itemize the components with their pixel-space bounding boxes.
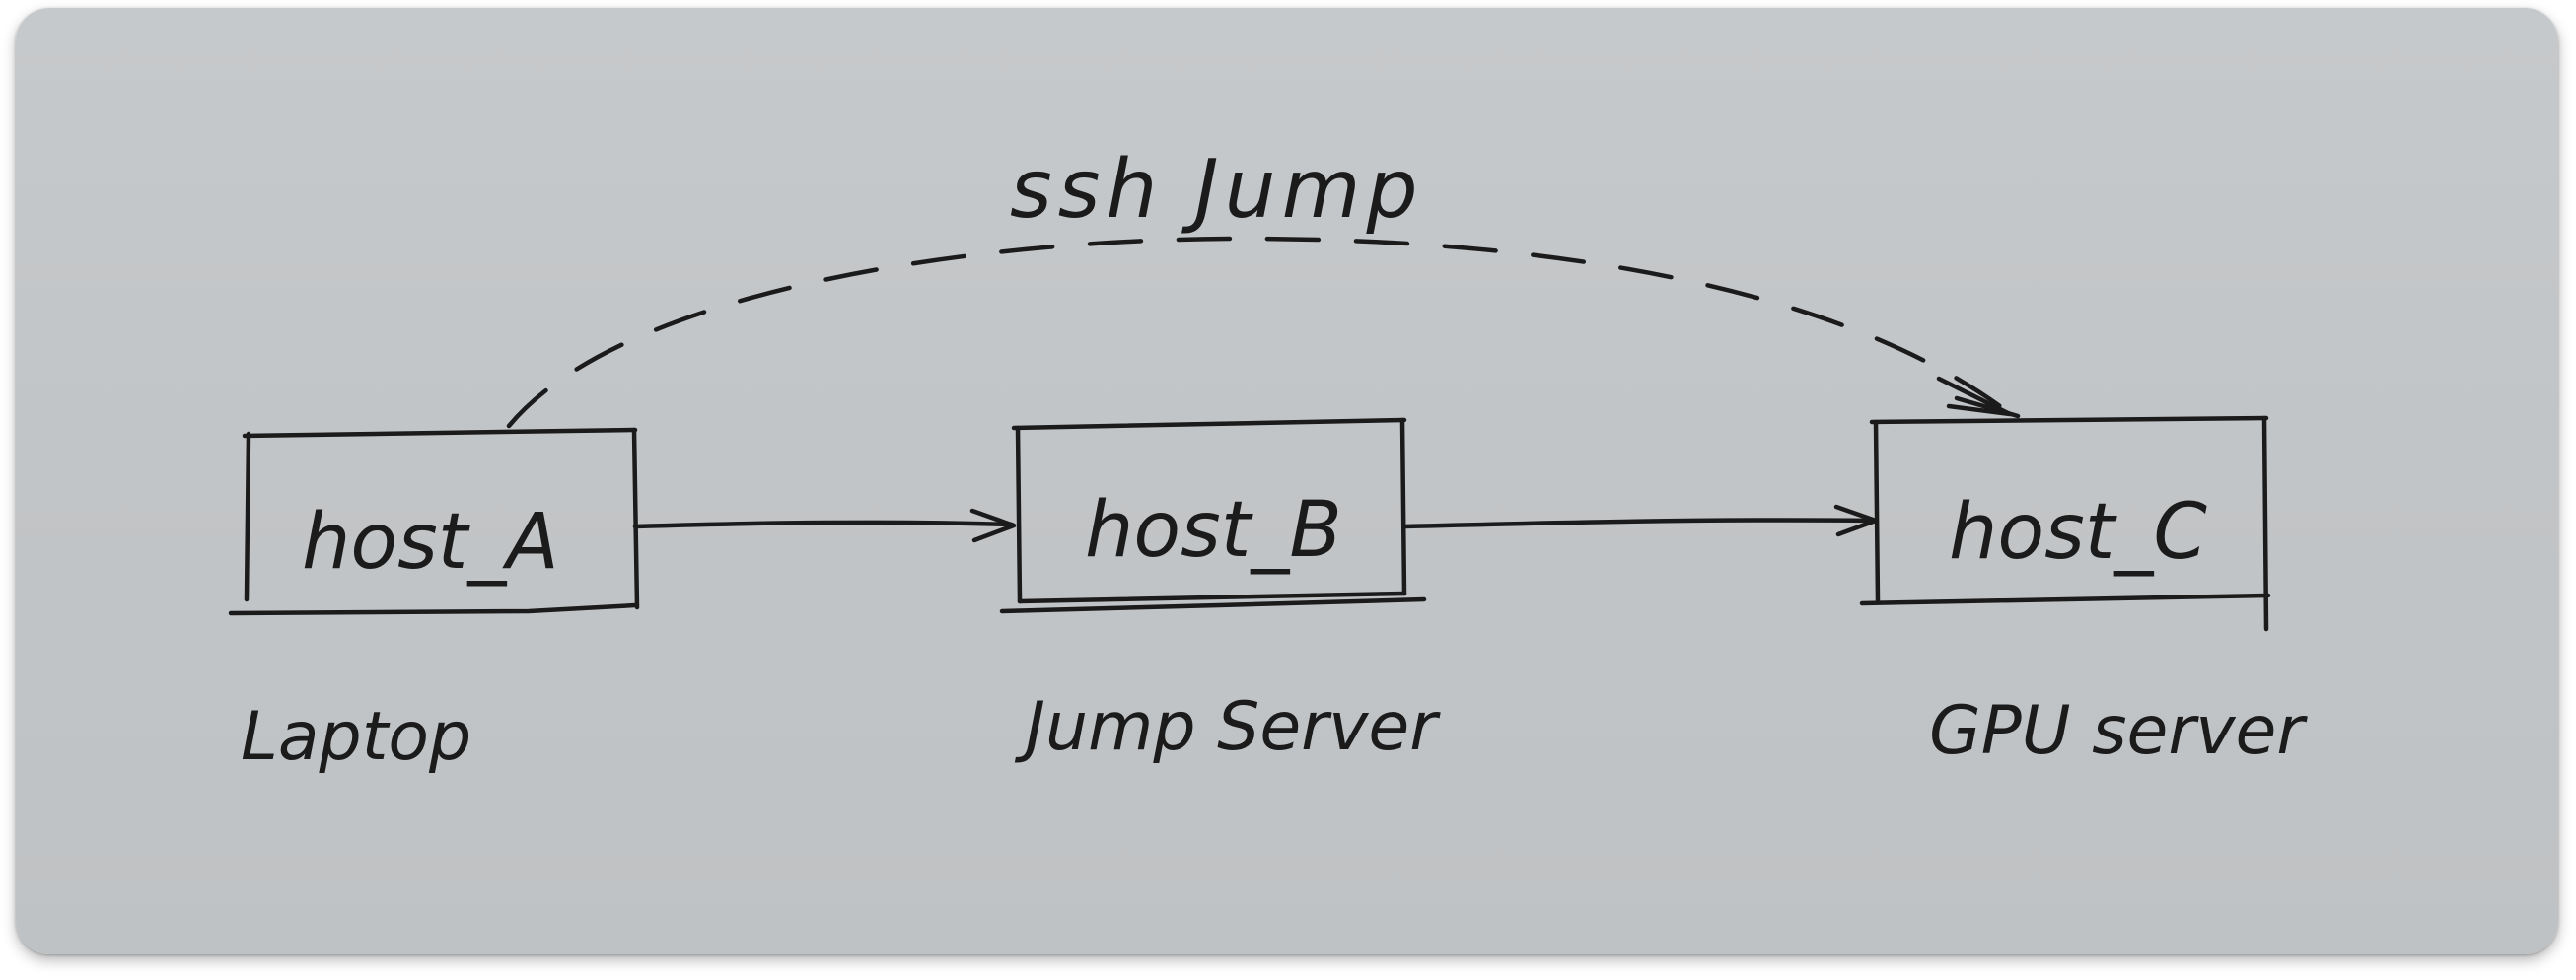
host-c-role-caption: GPU server	[1929, 692, 2308, 770]
ssh-jump-label: ssh Jump	[1010, 143, 1424, 237]
host-b-role-caption: Jump Server	[1014, 688, 1441, 766]
host-a-label: host_A	[302, 498, 559, 587]
network-diagram: host_A host_B host_C Laptop Jump Server …	[228, 143, 2308, 776]
host-a-box	[228, 427, 640, 616]
host-b-box	[999, 417, 1427, 614]
edge-host-a-to-host-b	[632, 508, 1017, 543]
edge-host-a-to-host-c-ssh-jump	[506, 236, 2021, 429]
edge-host-b-to-host-c	[1401, 504, 1879, 537]
host-b-label: host_B	[1085, 486, 1342, 575]
host-a-role-caption: Laptop	[241, 698, 471, 776]
host-c-label: host_C	[1949, 488, 2207, 577]
paper-sketch-frame: host_A host_B host_C Laptop Jump Server …	[16, 8, 2558, 954]
host-c-box	[1859, 415, 2271, 632]
